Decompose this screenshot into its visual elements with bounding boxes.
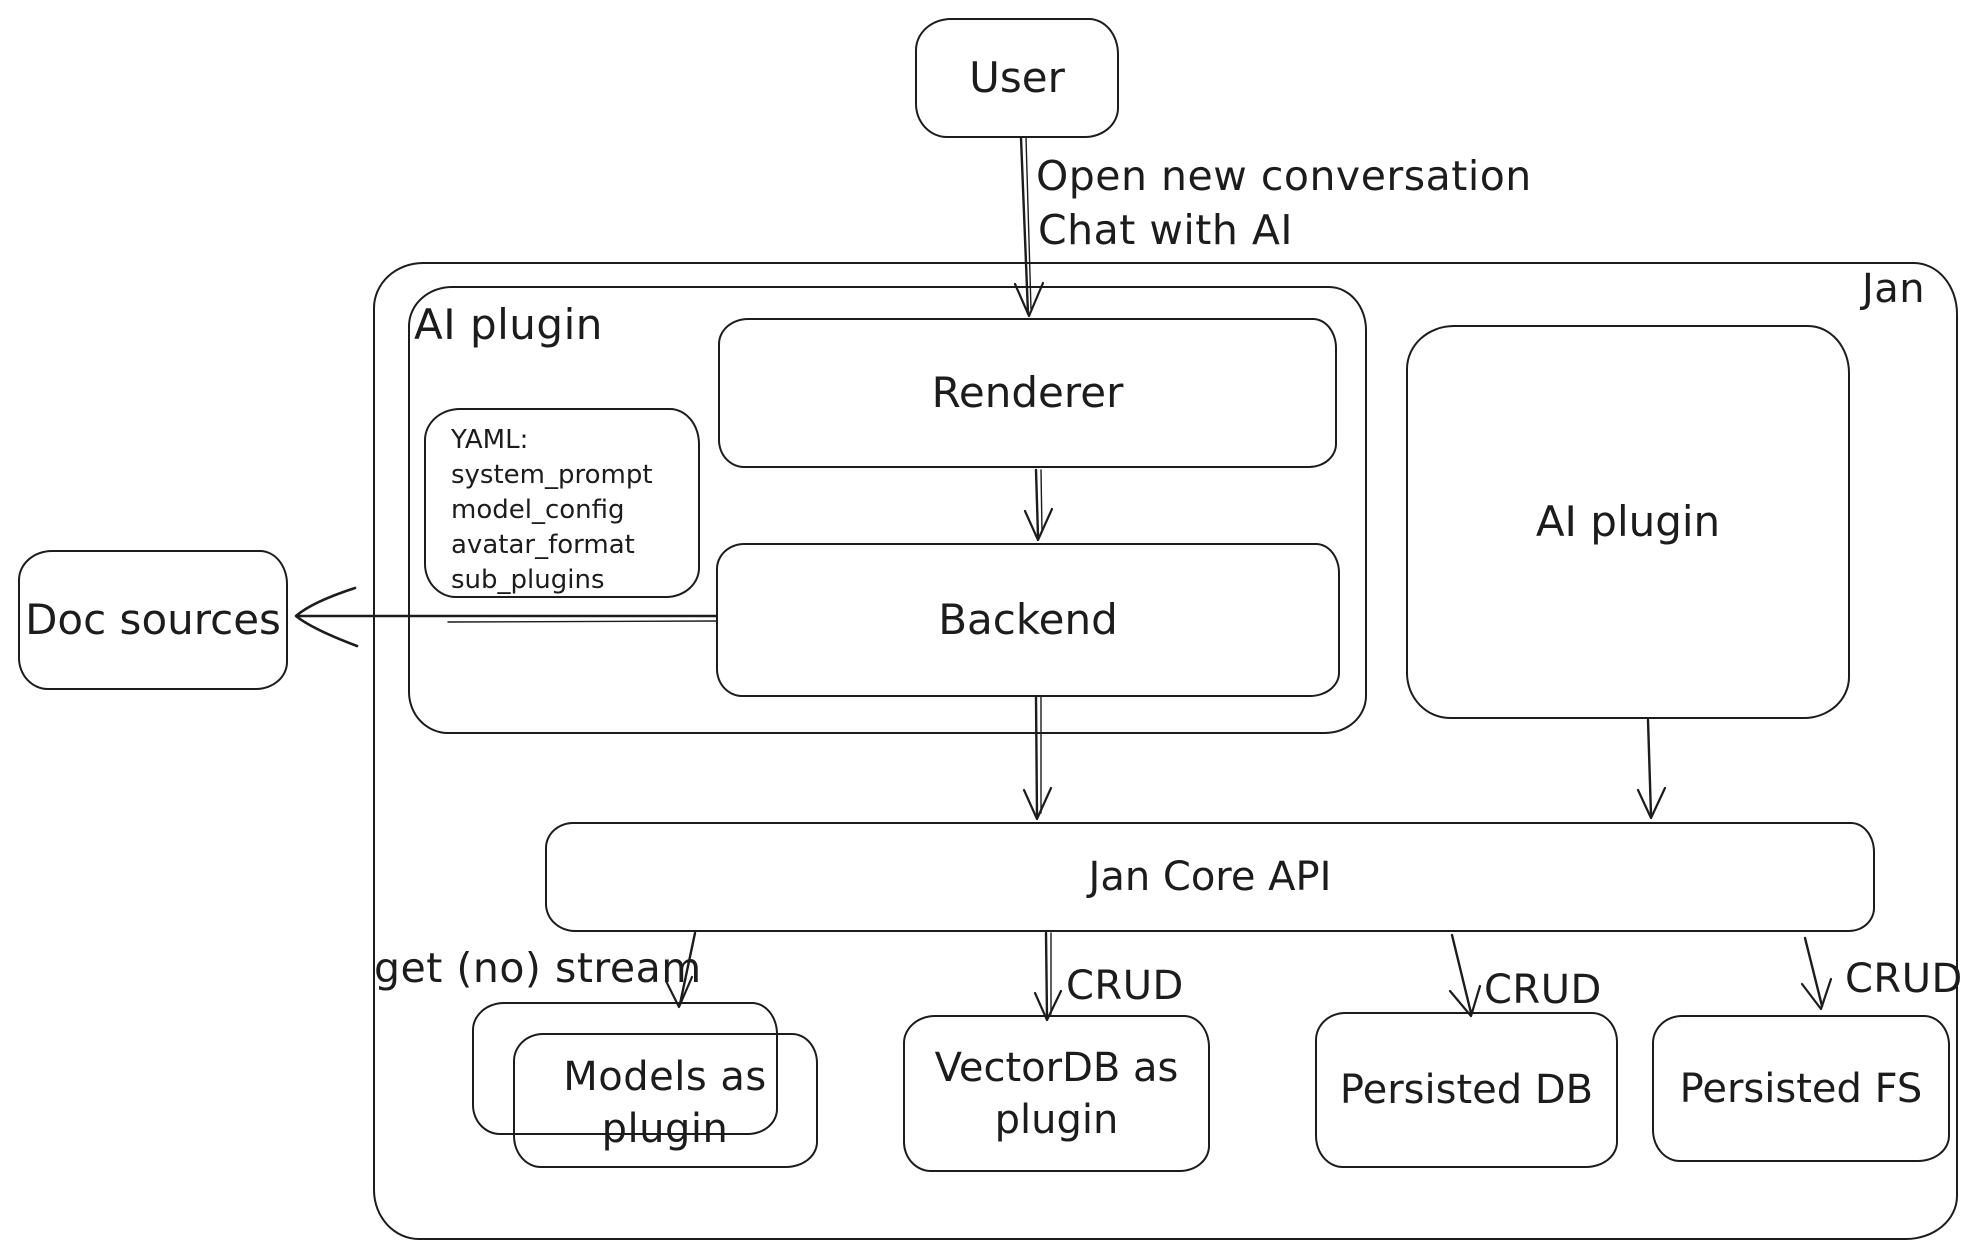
- arrow-shaft: [1019, 136, 1030, 315]
- edge-label-crud-persisted-fs: CRUD: [1845, 956, 1963, 1002]
- arrow-ai-plugin-right-to-jan-core-api: [1636, 718, 1667, 820]
- arrow-head: [1448, 984, 1482, 1018]
- arrow-head: [294, 586, 359, 648]
- jan-core-api-box: Jan Core API: [545, 822, 1875, 932]
- yaml-note-box: YAML: system_prompt model_config avatar_…: [424, 408, 700, 598]
- yaml-line: system_prompt: [451, 460, 653, 490]
- models-box-label: Models as plugin: [563, 1053, 767, 1152]
- arrow-jan-core-api-to-models: [664, 931, 697, 1009]
- arrow-head: [1022, 786, 1053, 821]
- arrow-shaft: [1040, 469, 1043, 533]
- arrow-head: [664, 975, 694, 1009]
- arrow-head: [1800, 977, 1833, 1011]
- edge-label-chat-with-ai: Chat with AI: [1038, 206, 1294, 254]
- arrow-head: [1023, 507, 1054, 542]
- arrow-shaft: [1034, 695, 1039, 818]
- arrow-shaft: [1450, 933, 1473, 1015]
- models-box-outer: [472, 1002, 778, 1135]
- ai-plugin-left-container: [408, 286, 1367, 734]
- ai-plugin-right-box: AI plugin: [1406, 325, 1850, 719]
- edge-label-open-new-conversation: Open new conversation: [1036, 152, 1532, 200]
- arrow-shaft: [447, 620, 717, 623]
- arrow-shaft: [1803, 936, 1824, 1008]
- arrow-shaft: [1646, 718, 1653, 817]
- renderer-box: Renderer: [718, 318, 1337, 468]
- arrow-renderer-to-backend: [1023, 468, 1054, 542]
- doc-sources-box: Doc sources: [18, 550, 288, 690]
- backend-box: Backend: [716, 543, 1340, 697]
- arrow-head: [1636, 786, 1667, 820]
- edge-label-get-no-stream: get (no) stream: [374, 944, 702, 992]
- yaml-line: model_config: [451, 495, 625, 525]
- edge-label-crud-vectordb: CRUD: [1066, 963, 1184, 1009]
- arrow-user-to-renderer: [1013, 136, 1045, 318]
- arrow-shaft: [678, 931, 697, 1006]
- user-box: User: [915, 18, 1119, 138]
- vectordb-box: VectorDB as plugin: [903, 1015, 1210, 1172]
- arrow-head: [1013, 281, 1045, 318]
- ai-plugin-left-label: AI plugin: [414, 300, 603, 349]
- arrow-shaft: [1025, 137, 1032, 310]
- persisted-db-box: Persisted DB: [1315, 1012, 1618, 1168]
- arrow-backend-to-jan-core-api: [1022, 695, 1053, 821]
- yaml-line: YAML:: [451, 425, 529, 455]
- arrow-jan-core-api-to-persisted-db: [1448, 933, 1482, 1018]
- arrow-jan-core-api-to-persisted-fs: [1800, 936, 1833, 1011]
- persisted-fs-box: Persisted FS: [1652, 1015, 1950, 1162]
- yaml-line: avatar_format: [451, 530, 635, 560]
- arrow-jan-core-api-to-vectordb: [1033, 931, 1063, 1022]
- arrow-backend-to-doc-sources: [294, 586, 718, 648]
- arrow-shaft: [1034, 468, 1040, 538]
- arrow-head: [1033, 989, 1063, 1022]
- models-box-inner: [513, 1033, 818, 1168]
- yaml-line: sub_plugins: [451, 565, 605, 595]
- arrow-shaft: [1044, 931, 1049, 1019]
- jan-container: [373, 262, 1958, 1240]
- edge-label-crud-persisted-db: CRUD: [1484, 967, 1602, 1013]
- jan-container-label: Jan: [1862, 266, 1926, 312]
